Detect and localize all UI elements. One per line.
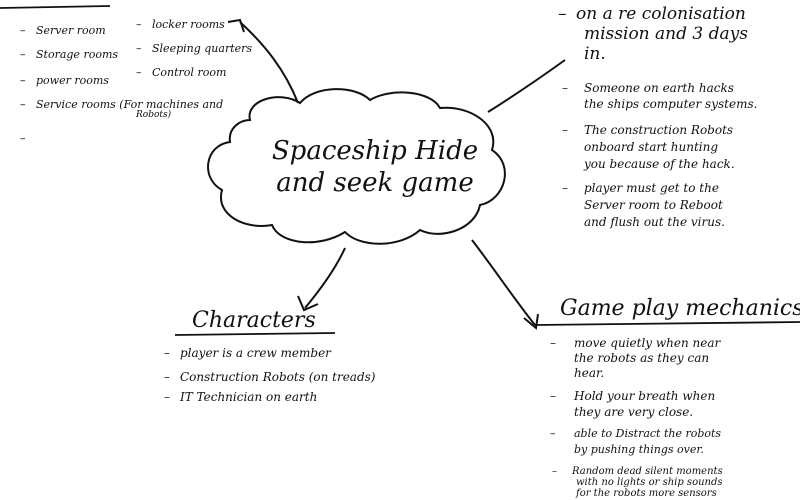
story-line: you because of the hack. bbox=[584, 157, 735, 171]
list-item: –IT Technician on earth bbox=[164, 390, 318, 404]
cloud-shape bbox=[207, 88, 506, 245]
gameplay-item-2: – Hold your breath when they are very cl… bbox=[550, 389, 716, 419]
gameplay-line: move quietly when near bbox=[574, 336, 721, 350]
characters-heading: Characters bbox=[192, 308, 316, 333]
story-line: and flush out the virus. bbox=[584, 215, 725, 229]
gameplay-line: they are very close. bbox=[574, 405, 694, 419]
list-item: –Sleeping quarters bbox=[136, 42, 253, 55]
arrow-to-story bbox=[487, 59, 566, 113]
central-topic-line-1: Spaceship Hide bbox=[271, 136, 479, 166]
list-item: –Control room bbox=[136, 66, 227, 79]
places-list-col2: –locker rooms –Sleeping quarters –Contro… bbox=[136, 18, 253, 90]
story-line: the ships computer systems. bbox=[584, 97, 758, 111]
story-line: player must get to the bbox=[584, 181, 719, 195]
list-item: – bbox=[20, 132, 26, 145]
gameplay-line: able to Distract the robots bbox=[574, 427, 722, 440]
characters-underline bbox=[174, 332, 336, 336]
story-line: in. bbox=[584, 44, 606, 64]
places-heading-underline bbox=[0, 5, 111, 9]
story-item-3: – The construction Robots onboard start … bbox=[562, 123, 735, 171]
gameplay-line: by pushing things over. bbox=[574, 443, 704, 456]
central-topic: Spaceship Hide and seek game bbox=[255, 135, 495, 199]
story-line: Server room to Reboot bbox=[584, 198, 723, 212]
story-item-2: – Someone on earth hacks the ships compu… bbox=[562, 81, 758, 111]
gameplay-line: hear. bbox=[574, 366, 605, 380]
places-list-col1: –Server room –Storage rooms –power rooms… bbox=[20, 24, 224, 146]
gameplay-line: for the robots more sensors bbox=[576, 488, 717, 499]
story-line: onboard start hunting bbox=[584, 140, 719, 154]
gameplay-item-4: – Random dead silent moments with no lig… bbox=[552, 466, 723, 499]
list-item: –Storage rooms bbox=[20, 48, 119, 61]
characters-list: –player is a crew member –Construction R… bbox=[164, 346, 376, 410]
central-topic-line-2: and seek game bbox=[276, 168, 474, 198]
arrowhead-gameplay bbox=[523, 313, 539, 330]
gameplay-line: the robots as they can bbox=[574, 351, 710, 365]
arrowhead-characters bbox=[297, 295, 319, 312]
gameplay-line: with no lights or ship sounds bbox=[576, 477, 723, 488]
story-line: The construction Robots bbox=[584, 123, 734, 137]
arrow-to-gameplay bbox=[471, 239, 536, 326]
arrow-to-places bbox=[239, 21, 299, 104]
gameplay-item-1: – move quietly when near the robots as t… bbox=[550, 336, 721, 380]
list-item: –Service rooms (For machines and bbox=[20, 98, 224, 111]
list-item: –power rooms bbox=[20, 74, 109, 87]
story-line: Someone on earth hacks bbox=[584, 81, 734, 95]
list-item-wrap: Robots) bbox=[136, 110, 172, 120]
story-item-4: – player must get to the Server room to … bbox=[562, 181, 725, 229]
arrow-to-characters bbox=[304, 247, 346, 309]
gameplay-heading: Game play mechanics bbox=[560, 296, 800, 321]
story-item-1: – on a re colonisation mission and 3 day… bbox=[558, 4, 748, 64]
list-item: –locker rooms bbox=[136, 18, 225, 31]
gameplay-underline bbox=[534, 321, 800, 326]
gameplay-line: Random dead silent moments bbox=[572, 466, 723, 477]
story-line: on a re colonisation bbox=[576, 4, 746, 24]
arrowhead-places bbox=[227, 18, 245, 33]
gameplay-item-3: – able to Distract the robots by pushing… bbox=[550, 427, 722, 456]
list-item: –player is a crew member bbox=[164, 346, 331, 360]
gameplay-line: Hold your breath when bbox=[574, 389, 716, 403]
list-item: –Construction Robots (on treads) bbox=[164, 370, 376, 384]
list-item: –Server room bbox=[20, 24, 106, 37]
story-line: mission and 3 days bbox=[584, 24, 748, 44]
